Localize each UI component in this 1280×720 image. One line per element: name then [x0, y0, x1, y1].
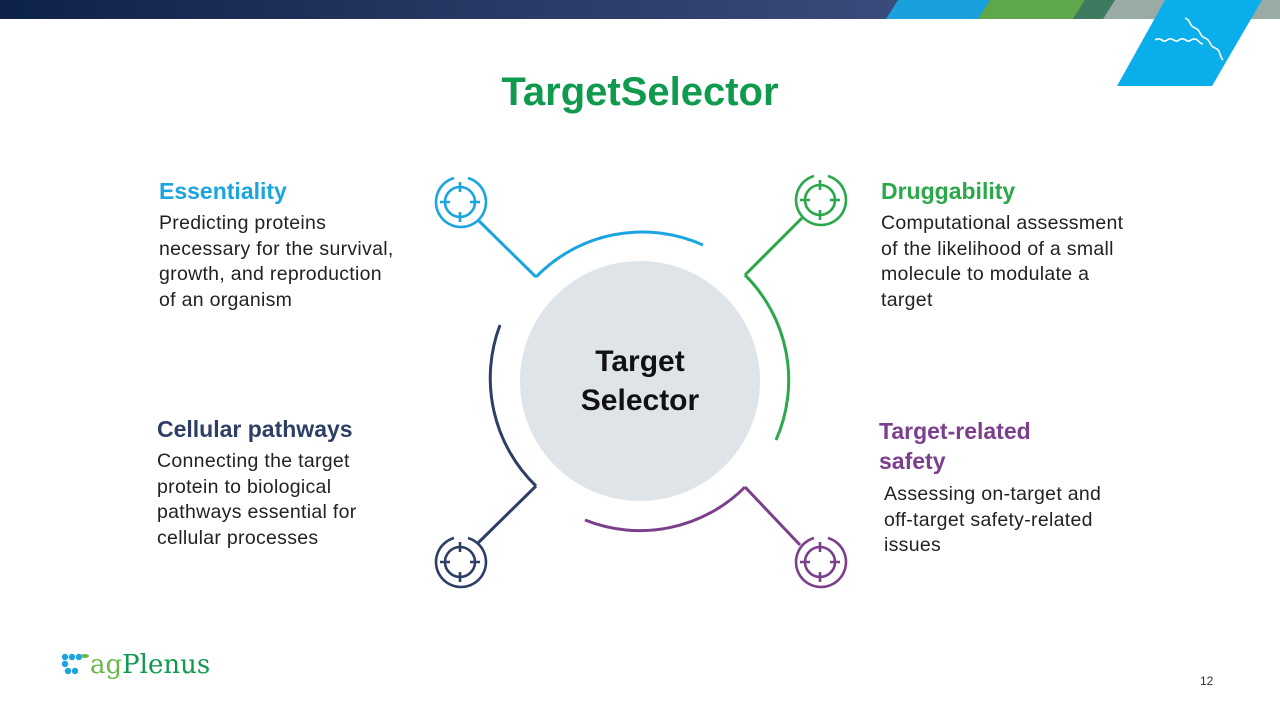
protein-helix-icon [1154, 17, 1224, 61]
logo-molecule-icon [61, 653, 89, 675]
section-text: Computational assessment of the likeliho… [881, 212, 1124, 311]
center-label: Target Selector [520, 342, 760, 420]
agplenus-logo: agPlenus [60, 650, 210, 680]
section-essentiality: Essentiality Predicting proteins necessa… [159, 178, 399, 313]
crosshair-icon [434, 176, 488, 229]
section-title: Druggability [881, 178, 1016, 204]
center-line-2: Selector [580, 384, 700, 417]
page-title: TargetSelector [501, 70, 779, 114]
pathways-connector [476, 324, 538, 545]
page-number: 12 [1200, 674, 1214, 688]
center-circle [520, 261, 760, 501]
essentiality-connector [476, 218, 704, 279]
section-text: Predicting proteins necessary for the su… [159, 212, 394, 311]
section-cellular-pathways: Cellular pathways Connecting the target … [157, 416, 402, 551]
section-druggability: Druggability Computational assessment of… [881, 178, 1126, 313]
crosshair-icon [794, 174, 848, 227]
section-text: Connecting the target protein to biologi… [157, 450, 357, 549]
helix-logo-panel [1117, 0, 1262, 86]
section-title: Target-related safety [879, 418, 1031, 474]
section-title: Essentiality [159, 178, 287, 204]
section-title: Cellular pathways [157, 416, 353, 442]
section-target-safety: Target-related safety Assessing on-targe… [879, 416, 1109, 559]
section-text: Assessing on-target and off-target safet… [884, 483, 1102, 556]
crosshair-icon [794, 536, 848, 589]
logo-name: Plenus [122, 650, 211, 680]
logo-prefix: ag [90, 650, 123, 680]
crosshair-icon [434, 536, 488, 589]
safety-connector [584, 485, 802, 547]
druggability-connector [743, 216, 804, 441]
banner-stripes [886, 0, 1280, 86]
center-line-1: Target [595, 345, 685, 378]
